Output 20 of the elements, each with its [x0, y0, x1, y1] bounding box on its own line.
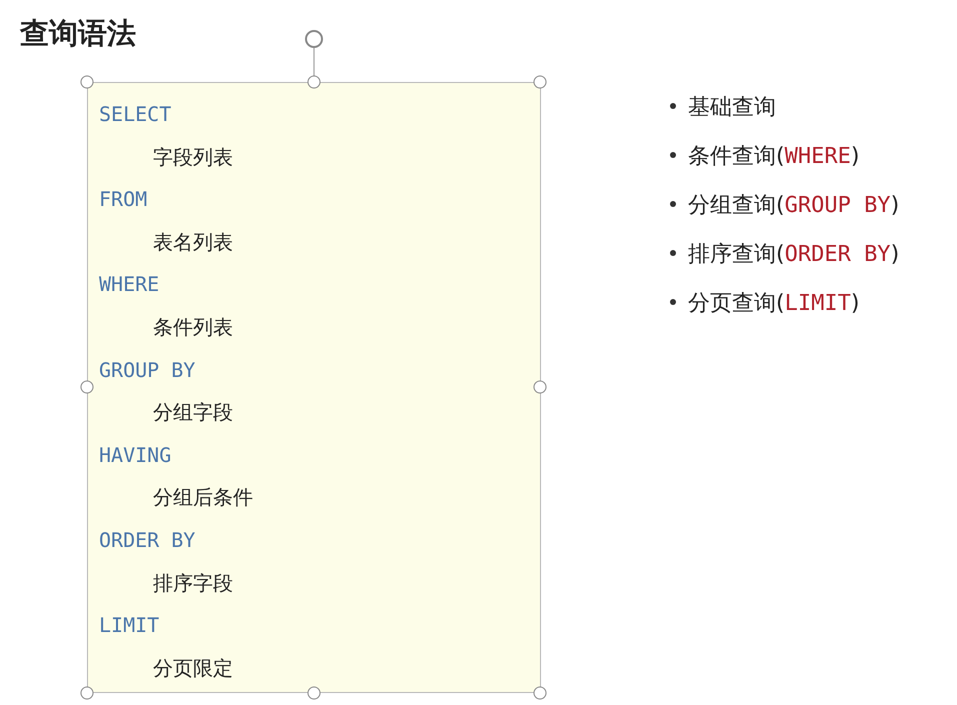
bullet-text: 分页查询(LIMIT) [688, 291, 860, 316]
sql-keyword: HAVING [99, 442, 172, 468]
bullet-text: 条件查询(WHERE) [688, 144, 860, 169]
clause-description: 排序字段 [153, 570, 233, 596]
sql-keyword: ORDER BY [99, 527, 196, 553]
sql-keyword: FROM [99, 186, 148, 212]
clause-description: 条件列表 [153, 314, 233, 340]
sql-keyword: SELECT [99, 101, 172, 127]
clause-description: 分组后条件 [153, 484, 253, 510]
clause-description: 分页限定 [153, 654, 233, 681]
slide-title: 查询语法 [20, 15, 136, 52]
sql-keyword: LIMIT [99, 612, 160, 638]
bullet-text: 排序查询(ORDER BY) [688, 242, 900, 267]
bullet-text: 基础查询 [688, 95, 776, 120]
clause-description: 分组字段 [153, 399, 233, 426]
bullet-text: 分组查询(GROUP BY) [688, 193, 900, 218]
clause-description: 字段列表 [153, 144, 233, 170]
clause-description: 表名列表 [153, 228, 233, 255]
sql-keyword: WHERE [99, 271, 160, 298]
sql-keyword: GROUP BY [99, 356, 196, 383]
